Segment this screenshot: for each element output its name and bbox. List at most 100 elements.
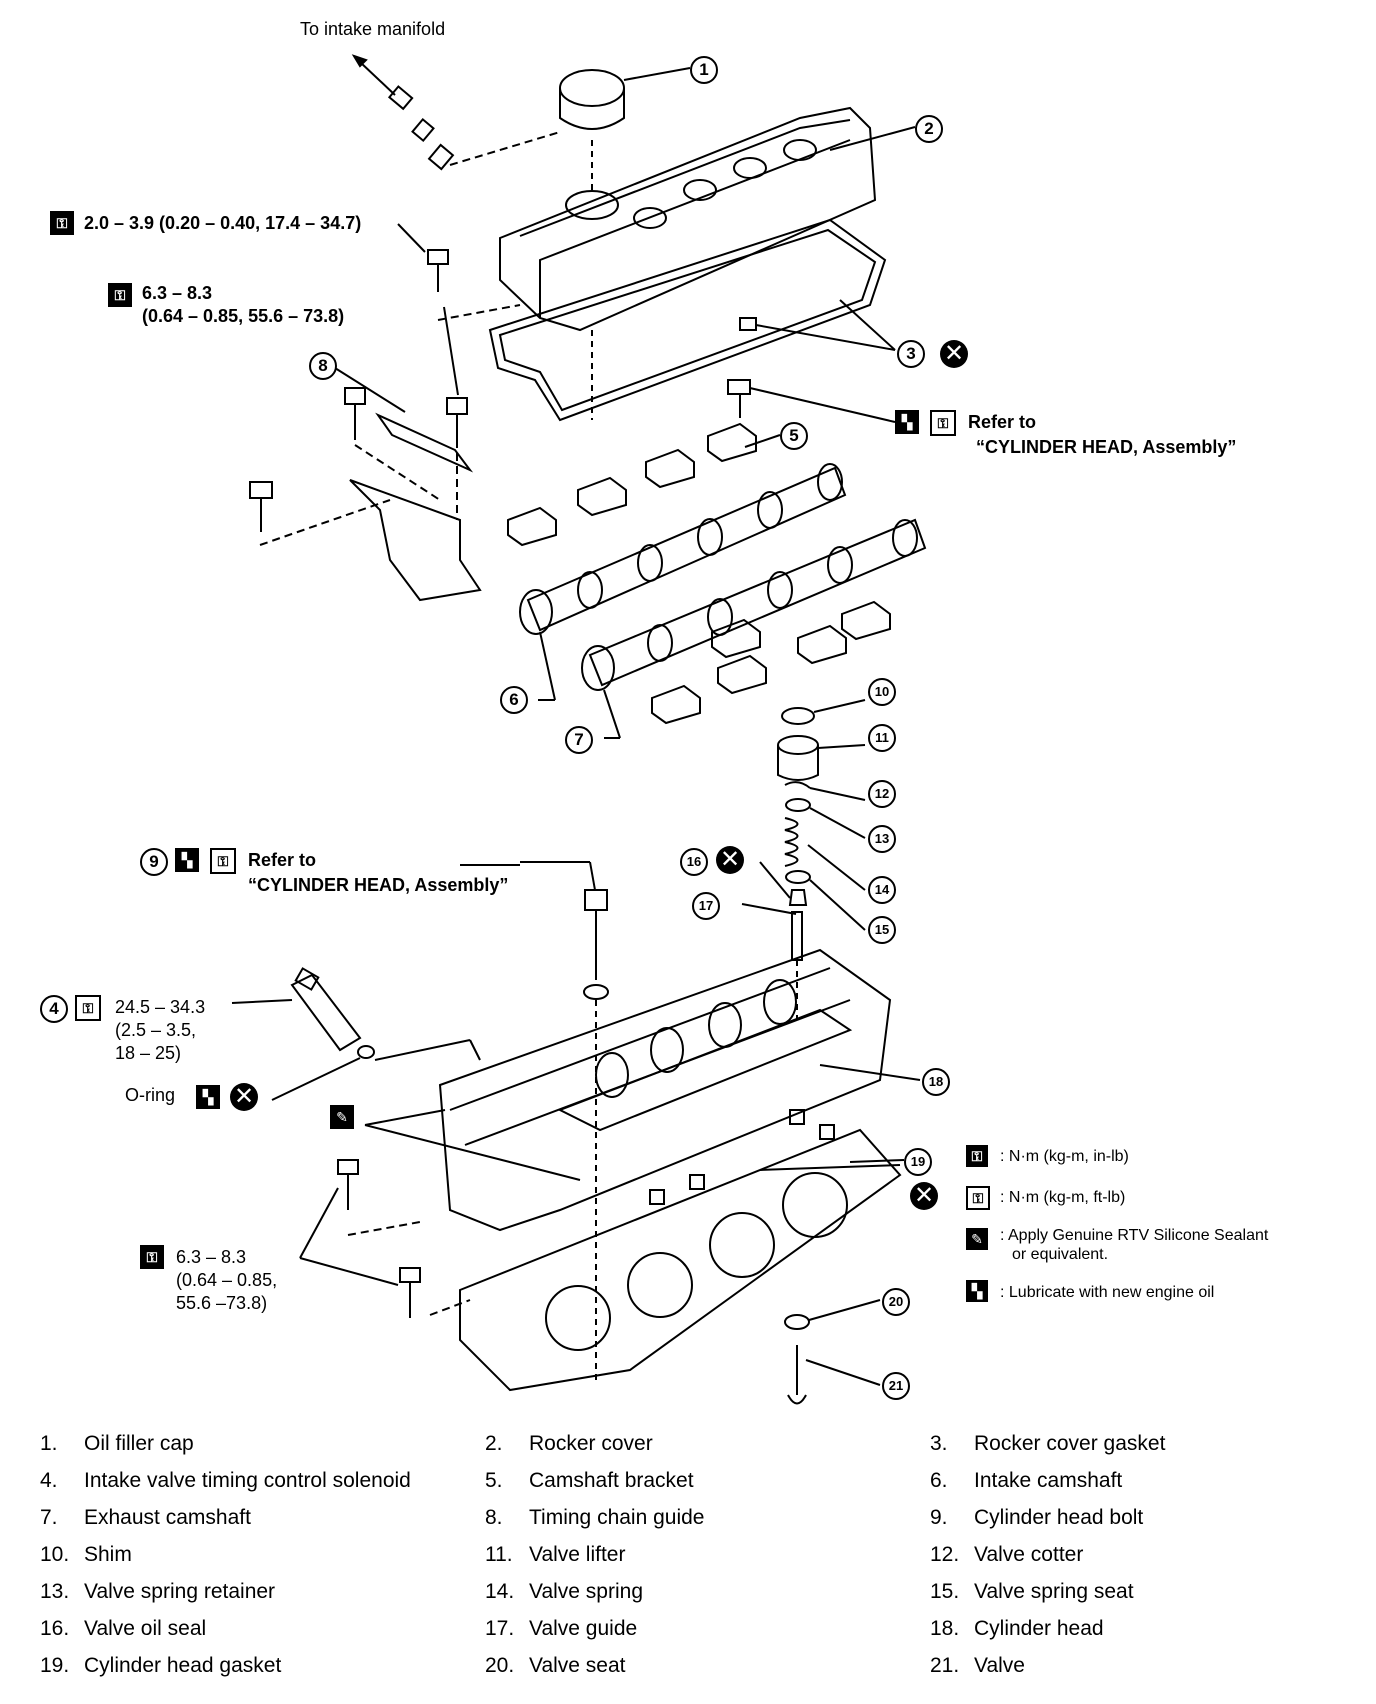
part-number: 8. bbox=[485, 1506, 503, 1529]
exploded-view-drawing bbox=[231, 54, 927, 1405]
lubricate-icon: ▚ bbox=[895, 410, 919, 434]
callout-8: 8 bbox=[309, 352, 337, 380]
torque-ft-lb-icon: ⚿ bbox=[210, 848, 236, 874]
part-number: 1. bbox=[40, 1432, 58, 1455]
callout-18: 18 bbox=[922, 1068, 950, 1096]
part-name: Valve guide bbox=[529, 1617, 638, 1640]
torque-spec-5b: (0.64 – 0.85, bbox=[176, 1270, 278, 1290]
valve-seat-valve-part bbox=[784, 1299, 881, 1405]
callout-10: 10 bbox=[868, 678, 896, 706]
torque-spec-4b: (2.5 – 3.5, bbox=[115, 1020, 197, 1040]
part-number: 9. bbox=[930, 1506, 948, 1529]
part-item: 18. Cylinder head bbox=[930, 1617, 1104, 1641]
part-number: 12. bbox=[930, 1543, 960, 1566]
torque-in-lb-icon: ⚿ bbox=[966, 1145, 988, 1167]
part-name: Valve spring bbox=[529, 1580, 644, 1603]
cylinder-head-part bbox=[438, 948, 921, 1232]
part-name: Rocker cover gasket bbox=[974, 1432, 1166, 1455]
part-number: 5. bbox=[485, 1469, 503, 1492]
sealant-icon: ✎ bbox=[330, 1105, 354, 1129]
part-item: 9.Cylinder head bolt bbox=[930, 1506, 1143, 1530]
part-item: 17. Valve guide bbox=[485, 1617, 637, 1641]
replace-icon: ✕ bbox=[910, 1182, 938, 1210]
valve-train-part bbox=[741, 699, 866, 1020]
callout-13: 13 bbox=[868, 825, 896, 853]
part-number: 14. bbox=[485, 1580, 515, 1603]
cylinder-head-bolt-part bbox=[520, 861, 609, 1380]
part-number: 21. bbox=[930, 1654, 960, 1677]
part-item: 3.Rocker cover gasket bbox=[930, 1432, 1165, 1456]
part-name: Cylinder head bbox=[974, 1617, 1104, 1640]
part-name: Valve oil seal bbox=[84, 1617, 207, 1640]
torque-ft-lb-icon: ⚿ bbox=[966, 1186, 990, 1210]
rocker-cover-bolt-part bbox=[397, 223, 521, 321]
part-item: 5.Camshaft bracket bbox=[485, 1469, 694, 1493]
callout-11: 11 bbox=[868, 724, 896, 752]
exhaust-camshaft-part bbox=[581, 518, 927, 739]
part-item: 21.Valve bbox=[930, 1654, 1025, 1678]
torque-in-lb-icon: ⚿ bbox=[50, 211, 74, 235]
part-item: 20.Valve seat bbox=[485, 1654, 626, 1678]
part-name: Valve spring retainer bbox=[84, 1580, 276, 1603]
part-number: 17. bbox=[485, 1617, 515, 1640]
callout-15: 15 bbox=[868, 916, 896, 944]
part-name: Valve lifter bbox=[529, 1543, 626, 1566]
part-number: 18. bbox=[930, 1617, 960, 1640]
legend-rtv-a: : Apply Genuine RTV Silicone Sealant bbox=[1000, 1227, 1269, 1244]
part-name: Rocker cover bbox=[529, 1432, 653, 1455]
refer-to-9b: “CYLINDER HEAD, Assembly” bbox=[248, 875, 509, 895]
legend-rtv-b: or equivalent. bbox=[1012, 1246, 1109, 1263]
part-name: Intake camshaft bbox=[974, 1469, 1123, 1492]
rtv-leader-part bbox=[364, 1109, 581, 1181]
part-name: Cylinder head gasket bbox=[84, 1654, 282, 1677]
replace-icon: ✕ bbox=[940, 340, 968, 368]
part-item: 7.Exhaust camshaft bbox=[40, 1506, 251, 1530]
callout-1: 1 bbox=[690, 56, 718, 84]
callout-9: 9 bbox=[140, 848, 168, 876]
parts-row: 7.Exhaust camshaft 8. Timing chain guide 9.… bbox=[40, 1506, 1360, 1543]
part-item: 11. Valve lifter bbox=[485, 1543, 625, 1567]
part-number: 11. bbox=[485, 1543, 513, 1566]
lubricate-icon: ▚ bbox=[175, 848, 199, 872]
torque-spec-2b: (0.64 – 0.85, 55.6 – 73.8) bbox=[142, 306, 345, 326]
torque-ft-lb-icon: ⚿ bbox=[75, 995, 101, 1021]
part-name: Exhaust camshaft bbox=[84, 1506, 251, 1529]
callout-16: 16 bbox=[680, 848, 708, 876]
torque-spec-4a: 24.5 – 34.3 bbox=[115, 997, 206, 1017]
part-name: Timing chain guide bbox=[529, 1506, 705, 1529]
part-item: 19. Cylinder head gasket bbox=[40, 1654, 281, 1678]
sealant-icon: ✎ bbox=[966, 1228, 988, 1250]
timing-solenoid-part bbox=[231, 967, 481, 1101]
part-item: 12.Valve cotter bbox=[930, 1543, 1083, 1567]
to-intake-manifold-label: To intake manifold bbox=[300, 19, 446, 39]
o-ring-label: O-ring bbox=[125, 1085, 176, 1105]
callout-20: 20 bbox=[882, 1288, 910, 1316]
legend-nm-in-lb: : N·m (kg-m, in-lb) bbox=[1000, 1148, 1129, 1165]
refer-to-9a: Refer to bbox=[248, 850, 317, 870]
parts-row: 19. Cylinder head gasket 20.Valve seat 21.V… bbox=[40, 1654, 1360, 1691]
parts-row: 1. Oil filler cap 2.Rocker cover 3.Rocker c… bbox=[40, 1432, 1360, 1469]
replace-icon: ✕ bbox=[230, 1083, 258, 1111]
rocker-cover-part bbox=[499, 106, 916, 420]
part-number: 19. bbox=[40, 1654, 70, 1677]
refer-to-5b: “CYLINDER HEAD, Assembly” bbox=[976, 437, 1237, 457]
part-number: 6. bbox=[930, 1469, 948, 1492]
torque-spec-5a: 6.3 – 8.3 bbox=[176, 1247, 247, 1267]
lubricate-icon: ▚ bbox=[966, 1280, 988, 1302]
torque-in-lb-icon: ⚿ bbox=[140, 1245, 164, 1269]
part-number: 10. bbox=[40, 1543, 70, 1566]
callout-12: 12 bbox=[868, 780, 896, 808]
part-name: Oil filler cap bbox=[84, 1432, 194, 1455]
part-item: 13.Valve spring retainer bbox=[40, 1580, 275, 1604]
torque-ft-lb-icon: ⚿ bbox=[930, 410, 956, 436]
callout-5: 5 bbox=[780, 422, 808, 450]
part-item: 2.Rocker cover bbox=[485, 1432, 653, 1456]
torque-spec-4c: 18 – 25) bbox=[115, 1043, 182, 1063]
torque-spec-2a: 6.3 – 8.3 bbox=[142, 283, 213, 303]
parts-list: 1. Oil filler cap 2.Rocker cover 3.Rocker c… bbox=[40, 1432, 1360, 1691]
callout-14: 14 bbox=[868, 876, 896, 904]
callout-19: 19 bbox=[904, 1148, 932, 1176]
intake-hose-part bbox=[351, 54, 561, 171]
